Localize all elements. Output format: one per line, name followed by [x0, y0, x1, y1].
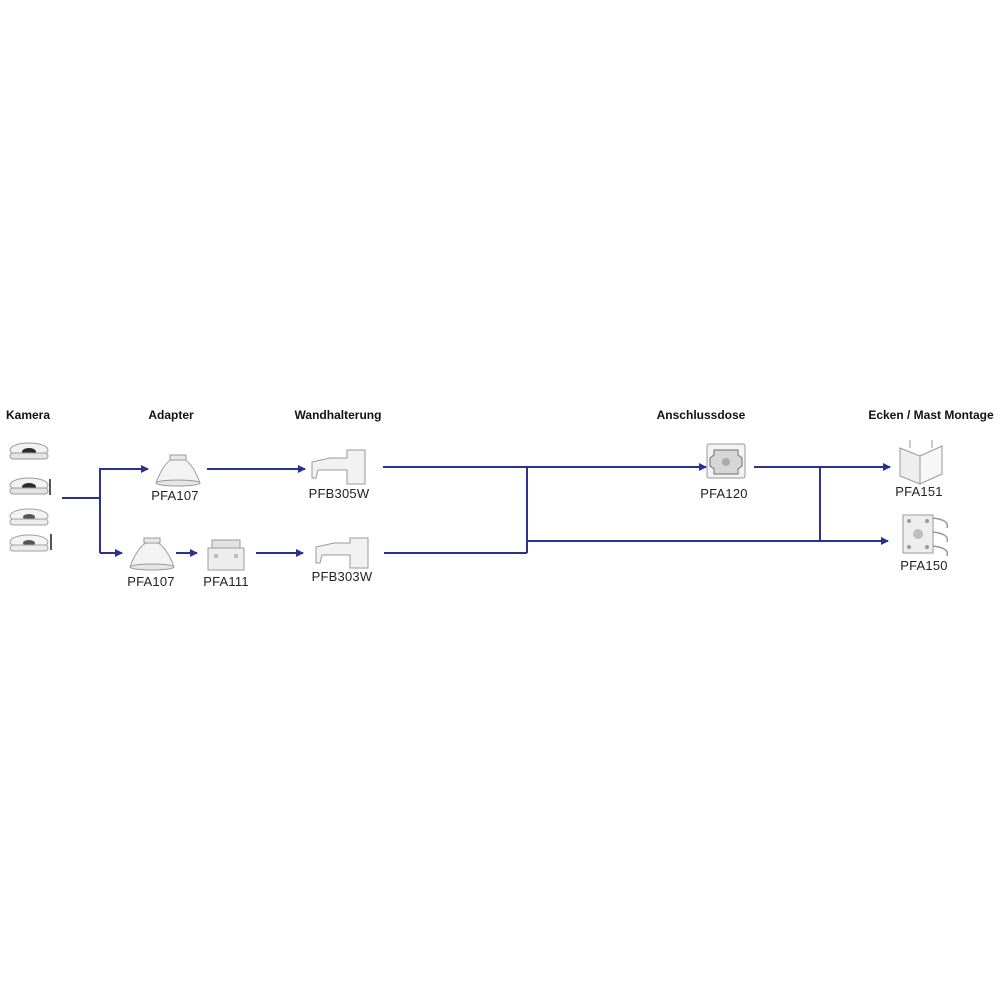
- label-pole-mount-pfa150: PFA150: [900, 558, 947, 573]
- adapter-pfa111-image: [207, 539, 245, 571]
- junction-box-pfa120-image: [706, 443, 746, 479]
- label-adapter-pfa107-top: PFA107: [151, 488, 198, 503]
- wall-mount-pfb305w-image: [311, 449, 366, 485]
- connector-lines: [62, 463, 891, 557]
- camera-dome-2: [9, 477, 51, 495]
- label-adapter-pfa107-bottom: PFA107: [127, 574, 174, 589]
- wall-mount-pfb303w-image: [315, 537, 369, 569]
- label-corner-mount-pfa151: PFA151: [895, 484, 942, 499]
- header-junction-box: Anschlussdose: [657, 408, 746, 422]
- camera-dome-1: [9, 442, 49, 460]
- corner-mount-pfa151-image: [899, 440, 943, 485]
- connector-wall-bottom-merge: [384, 467, 528, 554]
- header-adapter: Adapter: [148, 408, 194, 422]
- adapter-pfa107-bottom-image: [129, 537, 175, 571]
- camera-dome-4: [9, 534, 52, 552]
- label-junction-box-pfa120: PFA120: [700, 486, 747, 501]
- header-camera: Kamera: [6, 408, 50, 422]
- connector-camera-split: [62, 468, 101, 553]
- label-adapter-pfa111: PFA111: [203, 574, 249, 589]
- camera-group: [9, 442, 52, 552]
- label-wall-mount-pfb305w: PFB305W: [309, 486, 370, 501]
- adapter-pfa107-top-image: [155, 454, 201, 487]
- header-wall-mount: Wandhalterung: [295, 408, 382, 422]
- header-corner-pole-mount: Ecken / Mast Montage: [868, 408, 994, 422]
- label-wall-mount-pfb303w: PFB303W: [312, 569, 373, 584]
- pole-mount-pfa150-image: [902, 514, 949, 557]
- camera-dome-3: [9, 508, 49, 526]
